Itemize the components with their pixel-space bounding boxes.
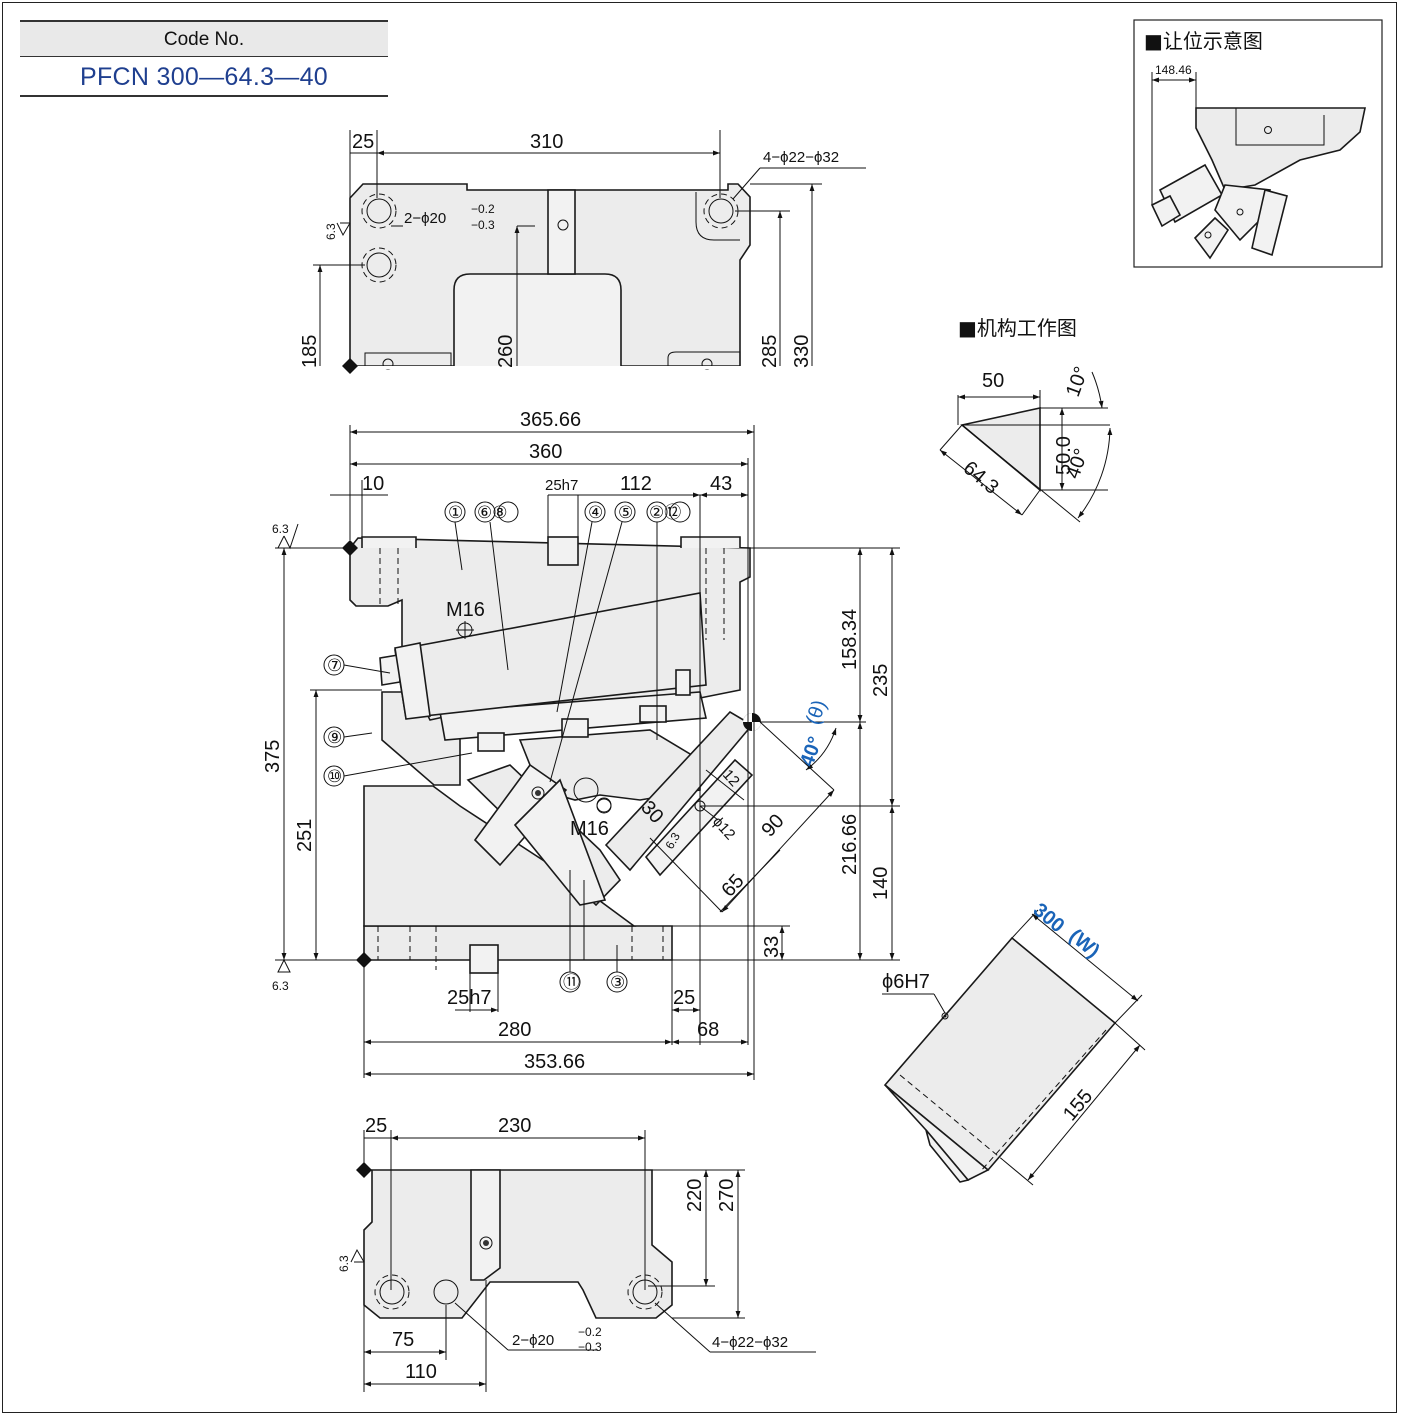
callout-10: ⑩	[327, 767, 342, 787]
top-view: 25 310 4−ϕ22−ϕ32 2−ϕ20 −0.2 −0.3 6.3 185…	[299, 130, 866, 374]
front-dim-25b: 25	[673, 987, 695, 1009]
front-m16-b: M16	[570, 818, 609, 840]
bottom-dim-110: 110	[405, 1361, 437, 1383]
top-dim-260: 260	[495, 335, 517, 368]
front-dim-21666: 216.66	[839, 814, 861, 875]
mechanism-inset: ■机构工作图 50 50.0 10° 40° 64.3	[939, 316, 1113, 523]
front-dim-33: 33	[761, 936, 783, 958]
callout-4: ④	[588, 503, 603, 523]
bottom-dim-25: 25	[365, 1115, 387, 1137]
top-tol-dn: −0.3	[471, 218, 495, 232]
front-rough-top: 6.3	[272, 522, 289, 536]
front-dim-10: 10	[362, 473, 384, 495]
front-dim-25h7-bot: 25h7	[447, 987, 492, 1009]
front-dim-375: 375	[262, 740, 284, 773]
front-dim-112: 112	[620, 473, 652, 495]
side-dim-w: (W)	[1065, 925, 1104, 963]
side-view: 300 (W) 155 ϕ6H7	[882, 899, 1146, 1186]
top-tol-up: −0.2	[471, 202, 495, 216]
bottom-holes2-label: 2−ϕ20	[512, 1332, 554, 1349]
bottom-dim-75: 75	[392, 1329, 414, 1351]
mechanism-inset-title: ■机构工作图	[958, 316, 1077, 340]
clearance-inset-title: ■让位示意图	[1144, 29, 1263, 53]
mech-dim-50: 50	[982, 370, 1004, 392]
side-dim-155: 155	[1059, 1086, 1097, 1126]
top-dim-310: 310	[530, 131, 563, 153]
top-dim-185: 185	[299, 335, 321, 368]
mech-dim-643: 64.3	[959, 457, 1003, 499]
bottom-dim-270: 270	[716, 1179, 738, 1212]
front-dim-90: 90	[757, 810, 788, 841]
front-dim-35366: 353.66	[524, 1051, 585, 1073]
callout-11: ⑪	[563, 973, 580, 993]
callout-7: ⑦	[327, 656, 342, 676]
front-view: 365.66 360 10 25h7 112 43 M16 M16 375 25…	[262, 409, 900, 1080]
bottom-dim-230: 230	[498, 1115, 531, 1137]
clearance-inset: ■让位示意图 148.46	[1133, 19, 1383, 268]
front-angle-theta: (θ)	[802, 697, 831, 728]
code-value: PFCN 300—64.3—40	[20, 57, 388, 97]
bottom-holes4-label: 4−ϕ22−ϕ32	[712, 1334, 788, 1351]
code-label: Code No.	[20, 20, 388, 57]
top-rough: 6.3	[324, 223, 338, 240]
bottom-view: 25 230 220 270 75 110 2−ϕ20 −0.2 −0.3 4−…	[337, 1115, 816, 1392]
top-dim-285: 285	[759, 335, 781, 368]
callout-2-12: ②⑫	[649, 503, 681, 523]
front-rough-bot: 6.3	[272, 979, 289, 993]
callout-5: ⑤	[618, 503, 633, 523]
bottom-rough: 6.3	[337, 1255, 351, 1272]
mech-angle-10: 10°	[1062, 364, 1093, 400]
front-dim-251: 251	[294, 819, 316, 852]
front-dim-36566: 365.66	[520, 409, 581, 431]
bottom-dim-220: 220	[684, 1179, 706, 1212]
top-holes4-label: 4−ϕ22−ϕ32	[763, 149, 839, 166]
front-dim-140: 140	[870, 867, 892, 900]
front-dim-65: 65	[717, 870, 748, 901]
front-dim-280: 280	[498, 1019, 531, 1041]
callout-6-8: ⑥⑧	[477, 503, 507, 523]
top-dim-330: 330	[791, 335, 813, 368]
top-dim-25: 25	[352, 131, 374, 153]
callout-9: ⑨	[327, 728, 342, 748]
top-holes2-label: 2−ϕ20	[404, 210, 446, 227]
mech-dim-500: 50.0	[1053, 436, 1075, 475]
callout-1: ①	[448, 503, 463, 523]
front-m16-a: M16	[446, 599, 485, 621]
bottom-tol-dn: −0.3	[578, 1340, 602, 1354]
callout-3: ③	[610, 973, 625, 993]
bottom-tol-up: −0.2	[578, 1325, 602, 1339]
front-dim-235: 235	[870, 664, 892, 697]
front-dim-15834: 158.34	[839, 609, 861, 670]
side-pin-label: ϕ6H7	[882, 971, 930, 993]
front-dim-25h7-top: 25h7	[545, 477, 578, 494]
side-dim-300: 300	[1029, 899, 1069, 937]
front-dim-68: 68	[697, 1019, 719, 1041]
front-angle-40: 40°	[796, 734, 827, 770]
inset-dim-148: 148.46	[1155, 63, 1192, 77]
code-number-box: Code No. PFCN 300—64.3—40	[20, 20, 388, 97]
front-dim-43: 43	[710, 473, 732, 495]
front-dim-360: 360	[529, 441, 562, 463]
